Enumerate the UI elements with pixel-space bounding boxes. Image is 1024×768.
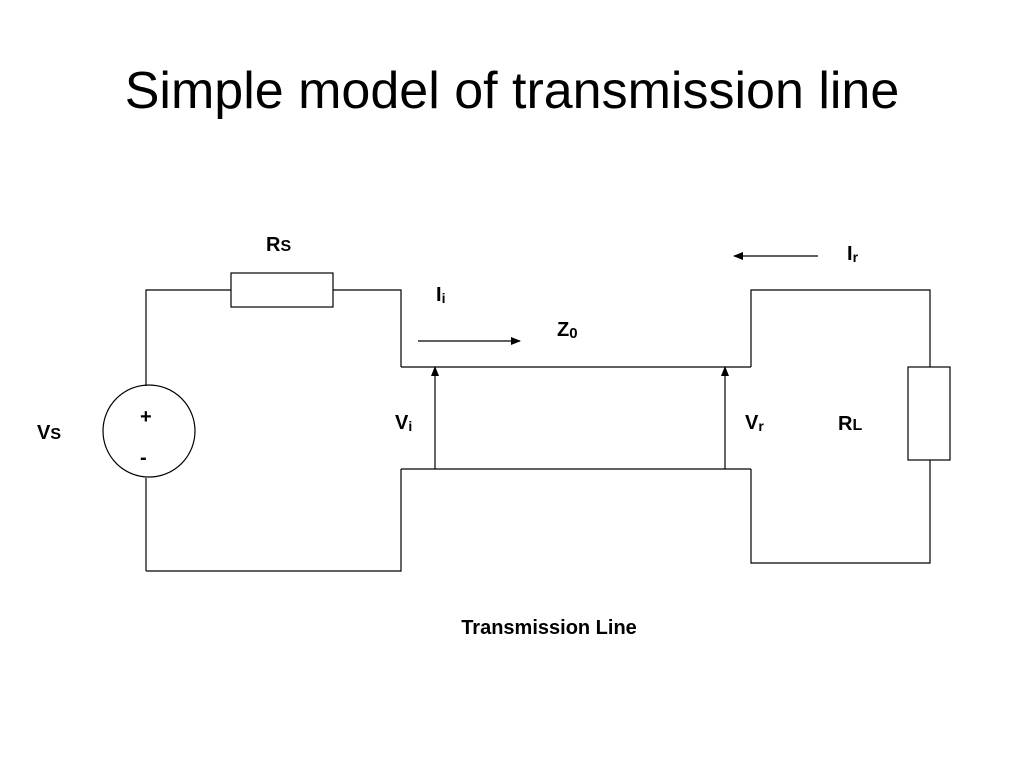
source-return-wire	[146, 469, 402, 572]
label-ii: Ii	[436, 284, 445, 306]
label-rl: RL	[838, 413, 862, 435]
label-plus: +	[140, 406, 152, 428]
load-top-wire	[750, 289, 931, 367]
load-resistor-rl	[907, 366, 951, 461]
label-vs: VS	[37, 422, 61, 444]
slide-title: Simple model of transmission line	[124, 62, 900, 120]
source-top-wire-right	[333, 289, 402, 367]
label-vr: Vr	[745, 412, 764, 434]
label-ir: Ir	[847, 243, 859, 265]
voltage-source-symbol	[102, 384, 196, 478]
source-resistor-rs	[230, 272, 334, 308]
caption-transmission-line: Transmission Line	[461, 617, 637, 639]
label-rs: RS	[266, 234, 291, 256]
label-vi: Vi	[395, 412, 412, 434]
label-z0: Z0	[557, 319, 578, 342]
load-bottom-wire	[750, 460, 931, 564]
source-top-wire-left	[145, 289, 231, 386]
label-minus: -	[140, 447, 147, 469]
